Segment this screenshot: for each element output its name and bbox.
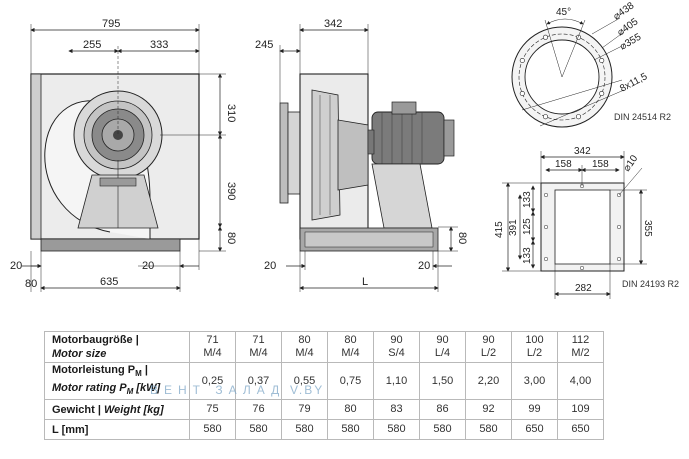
dim-rect-height-outer: 415 — [494, 221, 505, 238]
row-header-motor-rating: Motorleistung PM | Motor rating PM [kW] — [44, 361, 190, 401]
cell: 99 — [511, 399, 558, 421]
dim-front-bottom: 635 — [100, 276, 118, 288]
cell: 580 — [235, 419, 282, 441]
base-frame — [40, 238, 181, 252]
row-header-weight: Gewicht | Weight [kg] — [44, 399, 190, 421]
dim-side-flange: 245 — [255, 39, 273, 51]
dim-rect-half-right: 158 — [592, 159, 609, 170]
cell: 650 — [511, 419, 558, 441]
cell: 1,10 — [373, 361, 420, 401]
dim-front-right: 333 — [150, 39, 168, 51]
dim-rect-hole: ⌀10 — [621, 153, 640, 174]
dim-rect-height-holes: 391 — [508, 219, 519, 236]
cell: 83 — [373, 399, 420, 421]
dim-side-foot-left: 20 — [264, 260, 276, 272]
dim-rect-half-left: 158 — [555, 159, 572, 170]
dim-rect-seg-mid: 125 — [522, 218, 533, 235]
cell: 2,20 — [465, 361, 512, 401]
cell: 580 — [327, 419, 374, 441]
technical-drawing: 795 255 333 310 390 80 20 20 80 635 — [10, 0, 679, 299]
rect-flange-standard: DIN 24193 R2 — [622, 279, 679, 289]
cell: 80 — [327, 399, 374, 421]
row-header-length: L [mm] — [44, 419, 190, 441]
cell: 580 — [465, 419, 512, 441]
row-header-motor-size: Motorbaugröße | Motor size — [44, 331, 190, 363]
table-row: L [mm] 580 580 580 580 580 580 580 650 6… — [44, 419, 604, 441]
dim-rect-width-top: 342 — [574, 146, 591, 157]
round-flange: 45° ⌀438 ⌀405 ⌀355 8x11,5 DIN 24514 R2 — [511, 0, 671, 128]
cell: 580 — [373, 419, 420, 441]
dim-rect-height-inner: 355 — [642, 220, 653, 237]
dim-holes: 8x11,5 — [618, 71, 649, 95]
dim-side-length: L — [362, 276, 368, 288]
cell: 0,37 — [235, 361, 282, 401]
cell: 0,55 — [281, 361, 328, 401]
dim-side-foot-right: 20 — [418, 260, 430, 272]
cell: 580 — [189, 419, 236, 441]
dim-front-middle: 390 — [225, 182, 237, 200]
dim-rect-seg-bottom: 133 — [522, 247, 533, 264]
dim-rect-width-bottom: 282 — [575, 283, 592, 294]
round-flange-standard: DIN 24514 R2 — [614, 112, 671, 122]
terminal-box — [391, 101, 417, 115]
watermark: ВЕНТ ЗАЛАД — [150, 383, 286, 397]
cell: 580 — [281, 419, 328, 441]
cell: 3,00 — [511, 361, 558, 401]
table-row: Gewicht | Weight [kg] 75 76 79 80 83 86 … — [44, 399, 604, 421]
rect-flange-inner — [554, 189, 611, 265]
cell: 109 — [557, 399, 604, 421]
dim-front-base: 80 — [225, 232, 237, 244]
watermark-domain: V.BY — [290, 383, 325, 397]
rect-flange: 342 158 158 ⌀10 415 391 133 125 133 355 … — [494, 146, 679, 299]
dim-front-upper: 310 — [225, 104, 237, 122]
dim-side-base: 80 — [456, 232, 468, 244]
dim-front-width: 795 — [102, 18, 120, 30]
dim-rect-seg-top: 133 — [522, 191, 533, 208]
cell: 75 — [189, 399, 236, 421]
cell: 76 — [235, 399, 282, 421]
cell: 4,00 — [557, 361, 604, 401]
cell: 79 — [281, 399, 328, 421]
dim-side-width: 342 — [324, 18, 342, 30]
angle-label: 45° — [556, 7, 571, 18]
cell: 86 — [419, 399, 466, 421]
cell: 580 — [419, 419, 466, 441]
dim-front-left: 255 — [83, 39, 101, 51]
motor-body — [371, 111, 445, 165]
dim-front-foot-left: 20 — [10, 260, 22, 272]
dim-front-edge: 80 — [25, 278, 37, 290]
cell: 1,50 — [419, 361, 466, 401]
front-view: 795 255 333 310 390 80 20 20 80 635 — [10, 18, 237, 292]
cell: 92 — [465, 399, 512, 421]
cell: 0,75 — [327, 361, 374, 401]
cell: 650 — [557, 419, 604, 441]
table-row: Motorleistung PM | Motor rating PM [kW] … — [44, 361, 604, 401]
side-view: 342 245 80 20 20 L — [255, 18, 468, 292]
